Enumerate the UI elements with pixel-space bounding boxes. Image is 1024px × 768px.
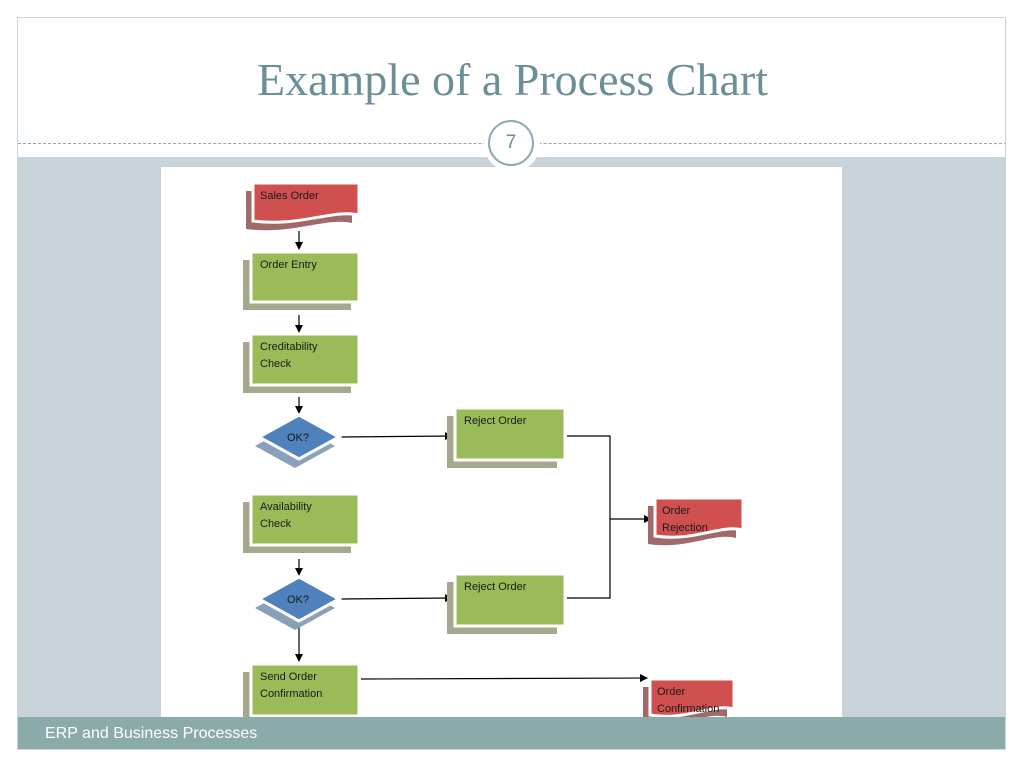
order-rejection-label: Rejection [662, 522, 708, 534]
sales-order-label: Sales Order [260, 190, 319, 202]
footer-text: ERP and Business Processes [45, 725, 258, 742]
slide-title: Example of a Process Chart [257, 54, 768, 105]
order-entry-label: Order Entry [260, 259, 317, 271]
creditability-check-box [249, 332, 361, 387]
reject-order-2-process-box: Reject Order [447, 572, 567, 634]
creditability-check-label: Creditability [260, 341, 318, 353]
sales-order-document [251, 181, 361, 224]
reject-order-2-box [453, 572, 567, 628]
order-entry-box [249, 250, 361, 304]
ok-1-decision: OK? [255, 413, 343, 468]
ok-1-label: OK? [287, 432, 309, 444]
reject-order-1-box [453, 406, 567, 462]
footer-bar: ERP and Business Processes [18, 717, 1005, 749]
order-confirmation-document [648, 677, 736, 717]
ok-1-diamond [255, 413, 343, 461]
connector-ok-1-to-reject-order-1 [340, 432, 453, 441]
creditability-check-label: Check [260, 358, 292, 370]
ok-2-diamond [255, 575, 343, 623]
send-order-confirmation-box [249, 662, 361, 717]
slide-frame: Example of a Process Chart 7 Sales Order… [17, 17, 1006, 750]
connector-send-confirmation-to-order-confirmation [360, 674, 648, 683]
reject-order-1-label: Reject Order [464, 415, 527, 427]
connector-ok-2-to-reject-order-2 [340, 594, 453, 603]
send-order-confirmation-label: Send Order [260, 671, 317, 683]
order-confirmation-label: Confirmation [657, 703, 719, 715]
availability-check-label: Availability [260, 501, 312, 513]
connector-reject-orders-bracket [567, 435, 611, 599]
send-order-confirmation-label: Confirmation [260, 688, 322, 700]
order-confirmation-label: Order [657, 686, 685, 698]
sales-order-document-shape: Sales Order [246, 181, 361, 231]
reject-order-1-process-box: Reject Order [447, 406, 567, 468]
reject-order-2-label: Reject Order [464, 581, 527, 593]
connectors [295, 231, 652, 717]
page-number-badge: 7 [488, 120, 534, 166]
availability-check-box [249, 492, 361, 547]
order-rejection-document [653, 496, 745, 539]
order-rejection-label: Order [662, 505, 690, 517]
availability-check-label: Check [260, 518, 292, 530]
ok-2-decision: OK? [255, 575, 343, 630]
order-entry-process-box: Order Entry [243, 250, 361, 310]
ok-2-label: OK? [287, 594, 309, 606]
